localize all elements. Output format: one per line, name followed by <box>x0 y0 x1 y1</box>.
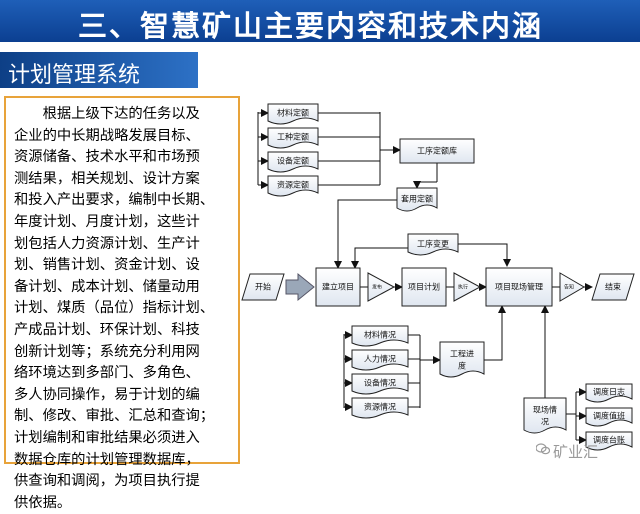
status-item-label: 设备情况 <box>364 378 396 388</box>
apply-to-setup <box>334 199 397 269</box>
progress-shape <box>439 341 485 378</box>
execute-triangle <box>453 272 482 302</box>
site-status-shape <box>523 397 567 434</box>
setup-project-box <box>315 267 361 307</box>
quota-item-label: 工种定额 <box>277 132 309 142</box>
description-line: 和投入产出要求，编制中长期、 <box>14 192 215 209</box>
description-line: 企业的中长期战略发展目标、 <box>14 127 200 144</box>
quota-item-shape <box>267 175 319 197</box>
end-shape <box>591 273 635 301</box>
watermark-text: 矿业汇 <box>553 443 599 461</box>
description-line: 制、修改、审批、汇总和查询； <box>14 408 215 425</box>
setup-project-label: 建立项目 <box>322 282 354 292</box>
quota-item-shape <box>267 103 319 125</box>
start-arrow-shape <box>285 272 315 302</box>
status-item-label: 资源情况 <box>364 402 396 412</box>
quota-item-label: 资源定额 <box>277 180 309 190</box>
change-to-site <box>458 243 511 267</box>
quota-db-box <box>399 138 475 164</box>
dispatch-item-shape <box>585 383 633 403</box>
description-line: 数据仓库的计划管理数据库， <box>14 451 200 468</box>
description-line: 供依据。 <box>14 494 72 511</box>
dispatch-item-shape <box>585 407 633 427</box>
description-line: 资源储备、技术水平和市场预 <box>14 149 200 166</box>
flowchart-connectors <box>257 109 593 444</box>
status-item-label: 人力情况 <box>364 354 396 364</box>
inform-label: 告知 <box>564 284 574 291</box>
description-line: 备计划、成本计划、储量动用 <box>14 278 200 295</box>
description-line: 供查询和调阅，为项目执行提 <box>14 473 200 490</box>
dispatch-item-shape <box>585 431 633 451</box>
status-item-shape <box>351 397 409 419</box>
site-status-label-1: 现场情 <box>533 405 557 415</box>
description-box: 根据上级下达的任务以及企业的中长期战略发展目标、资源储备、技术水平和市场预测结果… <box>4 96 240 511</box>
description-line: 创新计划等；系统充分利用网 <box>14 343 200 360</box>
description-line: 计划、煤质（品位）指标计划、 <box>14 300 215 317</box>
quota-item-shape <box>267 127 319 149</box>
project-plan-box <box>401 267 447 307</box>
flowchart-nodes <box>241 103 635 451</box>
progress-label-2: 度 <box>458 361 466 371</box>
quota-db-label: 工序定额库 <box>417 146 457 156</box>
dispatch-item-label: 调度值班 <box>593 411 625 421</box>
description-text: 根据上级下达的任务以及企业的中长期战略发展目标、资源储备、技术水平和市场预测结果… <box>14 104 236 514</box>
apply-quota-shape <box>396 187 438 212</box>
description-line: 划包括人力资源计划、生产计 <box>14 235 200 252</box>
dispatch-item-label: 调度日志 <box>593 387 625 397</box>
quota-item-label: 设备定额 <box>277 156 309 166</box>
project-plan-label: 项目计划 <box>408 282 440 292</box>
process-change-label: 工序变更 <box>417 239 449 249</box>
quota-item-shape <box>267 151 319 173</box>
end-label: 结束 <box>605 282 621 292</box>
status-item-shape <box>351 349 409 371</box>
inform-triangle <box>559 272 585 302</box>
site-management-label: 项目现场管理 <box>495 282 543 292</box>
send-triangle <box>367 272 396 302</box>
title-bar: 三、智慧矿山主要内容和技术内涵 <box>0 0 640 43</box>
start-label: 开始 <box>255 282 271 292</box>
status-item-shape <box>351 325 409 347</box>
dispatch-item-label: 调度台账 <box>593 435 625 445</box>
site-status-label-2: 况 <box>541 418 549 427</box>
start-shape <box>241 273 285 301</box>
description-line: 产成品计划、环保计划、科技 <box>14 321 200 338</box>
execute-label: 执行 <box>458 284 468 291</box>
change-to-setup <box>351 247 408 269</box>
status-item-shape <box>351 373 409 395</box>
progress-to-site <box>484 305 506 361</box>
description-line: 络环境达到多部门、多角色、 <box>14 365 200 382</box>
description-line: 根据上级下达的任务以及 <box>14 106 200 122</box>
site-management-box <box>485 267 553 307</box>
section-title: 计划管理系统 <box>8 63 141 88</box>
wechat-icon <box>536 443 550 455</box>
description-line: 计划编制和审批结果必须进入 <box>14 429 200 446</box>
description-line: 多人协同操作，易于计划的编 <box>14 386 200 403</box>
progress-label-1: 工程进 <box>450 350 474 359</box>
description-line: 测结果，相关规划、设计方案 <box>14 170 200 187</box>
send-label: 发布 <box>372 284 382 291</box>
process-change-shape <box>407 233 459 256</box>
description-line: 划、销售计划、资金计划、设 <box>14 257 200 274</box>
status-item-label: 材料情况 <box>364 330 396 340</box>
page-title: 三、智慧矿山主要内容和技术内涵 <box>78 9 544 43</box>
quota-item-label: 材料定额 <box>277 108 309 118</box>
section-title-bar: 计划管理系统 <box>0 52 198 88</box>
description-line: 年度计划、月度计划，这些计 <box>14 213 200 230</box>
db-to-apply <box>413 181 437 189</box>
apply-quota-label: 套用定额 <box>401 194 433 204</box>
